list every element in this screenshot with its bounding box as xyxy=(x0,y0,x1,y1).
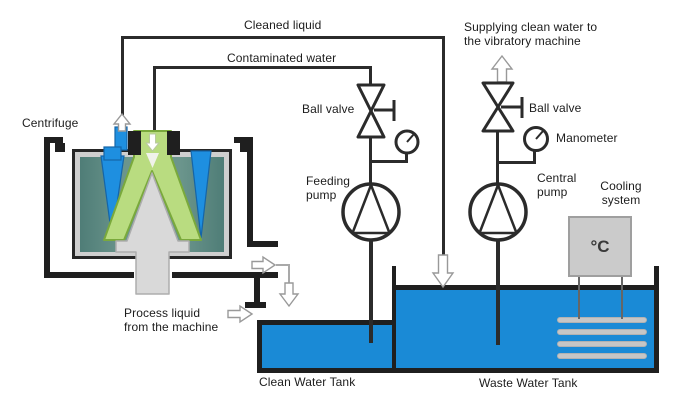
cooling-leg-right xyxy=(621,277,623,319)
centrifuge-tab-right xyxy=(240,143,250,152)
inlet-block-right xyxy=(167,131,180,155)
centrifuge-flange-topleft xyxy=(44,137,63,143)
manometer-label: Manometer xyxy=(556,131,618,145)
right-gauge-stem xyxy=(533,151,536,164)
cleaned-liquid-pipe-horizontal xyxy=(121,36,445,39)
contaminated-pipe-right xyxy=(369,66,372,88)
central-line-suction xyxy=(496,239,500,345)
contaminated-pipe-horizontal xyxy=(153,66,372,69)
cleaned-liquid-label: Cleaned liquid xyxy=(244,18,322,32)
centrifuge-outlet xyxy=(115,172,190,295)
inlet-block-left xyxy=(128,131,141,155)
feeding-pump-label: Feeding pump xyxy=(306,174,351,202)
cooling-system-label: Cooling system xyxy=(600,179,642,207)
left-gauge-branch xyxy=(371,160,408,163)
cleaned-liquid-up-arrow-icon xyxy=(112,112,132,132)
supply-up-arrow-icon xyxy=(490,54,514,83)
centrifuge-wall-right xyxy=(247,137,253,247)
cleaned-liquid-pipe-right xyxy=(442,36,445,255)
cooling-leg-left xyxy=(578,277,580,319)
centrifuge-label: Centrifuge xyxy=(22,116,79,130)
feeding-pump-icon xyxy=(341,182,401,242)
waste-tank-down-arrow-icon xyxy=(431,254,455,289)
centrifuge-bottom-left xyxy=(44,272,134,278)
outlet-down-arrow-icon xyxy=(278,282,300,308)
drain-stub xyxy=(254,278,260,305)
ball-valve-left-label: Ball valve xyxy=(302,102,355,116)
ball-valve-right-label: Ball valve xyxy=(529,101,582,115)
feeding-line-suction xyxy=(369,239,373,343)
centrifuge-tab-left xyxy=(55,143,65,152)
inlet-flow-down-arrow-icon xyxy=(144,133,161,152)
left-gauge-stem xyxy=(405,152,408,163)
clean-tank-left-wall xyxy=(257,320,262,373)
cooling-coil xyxy=(557,341,647,347)
tank-inlet-spout xyxy=(245,302,266,308)
cleaned-liquid-pipe-left xyxy=(121,36,124,116)
process-liquid-label: Process liquid from the machine xyxy=(124,306,219,334)
central-line-mid xyxy=(496,129,499,185)
right-gauge-branch xyxy=(498,161,536,164)
manometer-right-icon xyxy=(523,126,549,152)
ball-valve-left-icon xyxy=(356,83,396,139)
centrifuge-outlet-right-arrow-icon xyxy=(251,255,277,275)
cooling-coil xyxy=(557,329,647,335)
clean-water-tank-label: Clean Water Tank xyxy=(259,375,356,389)
centrifuge-outlet-jut xyxy=(247,241,278,247)
central-pump-icon xyxy=(468,182,528,242)
cooling-system-box: °C xyxy=(568,216,632,277)
contaminated-water-label: Contaminated water xyxy=(227,51,337,65)
waste-tank-right-wall xyxy=(654,266,659,372)
tank-divider-wall xyxy=(392,266,396,372)
cooling-coil xyxy=(557,317,647,323)
feeding-line-mid xyxy=(369,135,372,185)
process-liquid-right-arrow-icon xyxy=(227,304,254,324)
contaminated-pipe-left xyxy=(153,66,156,130)
cooling-coil xyxy=(557,353,647,359)
funnel-notch xyxy=(146,153,159,168)
tanks-bottom-edge xyxy=(257,368,659,373)
central-pump-label: Central pump xyxy=(537,171,577,199)
centrifuge-wall-left xyxy=(44,137,50,278)
waste-water-tank-label: Waste Water Tank xyxy=(479,376,578,390)
supplying-clean-water-label: Supplying clean water to the vibratory m… xyxy=(464,20,598,48)
waste-tank-top-edge xyxy=(392,285,658,290)
manometer-left-icon xyxy=(394,129,420,155)
clean-tank-top-edge xyxy=(257,320,396,325)
centrifuge-cone-right xyxy=(190,150,212,239)
centrifuge-bottom-right xyxy=(172,272,278,278)
outlet-connector-line xyxy=(276,264,290,283)
temperature-unit-label: °C xyxy=(590,236,610,256)
centrifuge-flange-topright xyxy=(234,137,253,143)
clean-outlet-blue-pipe xyxy=(103,126,128,161)
ball-valve-right-icon xyxy=(481,81,524,133)
